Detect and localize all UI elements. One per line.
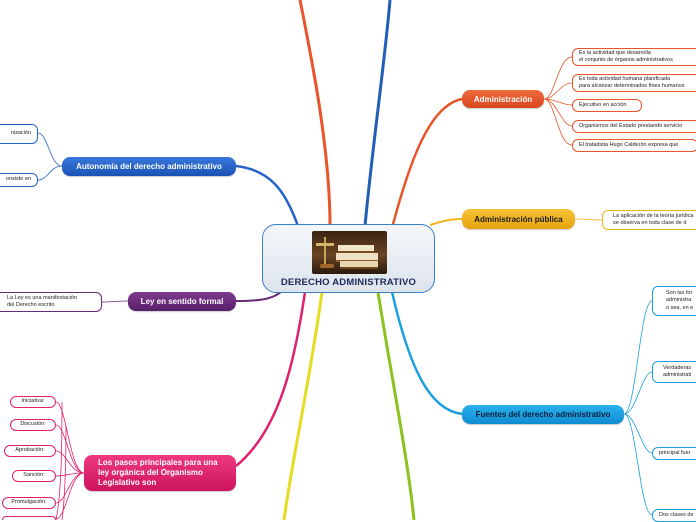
subtopic-pasos-promulgacion[interactable]: Promulgación: (2, 497, 56, 509)
subtopic-administracion-2[interactable]: Es toda actividad humana planificada par… (572, 74, 696, 92)
topic-pasos-principales[interactable]: Los pasos principales para una ley orgán… (84, 455, 236, 491)
link-bottom-yellow (282, 291, 324, 520)
topic-administracion[interactable]: Administración (462, 90, 544, 108)
topic-administracion-publica[interactable]: Administración pública (462, 209, 575, 229)
topic-autonomia[interactable]: Autonomía del derecho administrativo (62, 157, 236, 176)
subtopic-fuentes-3[interactable]: principal fuer (652, 447, 696, 460)
subtopic-pasos-aprobacion[interactable]: Aprobación: (4, 445, 56, 457)
link-fuentes (390, 291, 463, 416)
subtopic-autonomia-1[interactable]: nización (0, 124, 38, 144)
link-administracion (390, 97, 463, 229)
subtopic-administracion-publica-1[interactable]: La aplicación de la teoría jurídica se o… (602, 210, 696, 230)
subtopic-fuentes-2[interactable]: Verdaderas administrati (652, 361, 696, 383)
link-pasos (235, 291, 307, 467)
law-books-image (312, 231, 387, 274)
subtopic-pasos-discusion[interactable]: Discusión: (10, 419, 56, 431)
subtopic-autonomia-2[interactable]: onsiste en (0, 173, 38, 187)
subtopic-pasos-cutoff (2, 516, 56, 520)
link-top-blue (363, 0, 392, 227)
subtopic-administracion-5[interactable]: El tratadista Hugo Calderón expresa que (572, 139, 696, 152)
central-topic-title: DERECHO ADMINISTRATIVO (280, 277, 417, 288)
link-administracion-publica (429, 218, 463, 226)
subtopic-fuentes-1[interactable]: Son las for administra o sea, en e (652, 286, 696, 316)
link-bottom-green (376, 291, 416, 520)
link-top-orange (298, 0, 332, 227)
topic-ley-sentido-formal[interactable]: Ley en sentido formal (128, 292, 236, 311)
subtopic-pasos-iniciativa[interactable]: Iniciativa: (10, 396, 56, 408)
central-topic[interactable]: DERECHO ADMINISTRATIVO (262, 224, 435, 293)
link-autonomia (235, 164, 300, 227)
subtopic-administracion-1[interactable]: Es la actividad que desarrolla el conjun… (572, 48, 696, 66)
subtopic-fuentes-4[interactable]: Dos clases de (652, 509, 696, 522)
subtopic-administracion-3[interactable]: Ejecutivo en acción (572, 99, 642, 112)
subtopic-ley-1[interactable]: La Ley es una manifestación del Derecho … (0, 292, 102, 312)
subtopic-pasos-sancion[interactable]: Sanción: (12, 470, 56, 482)
topic-fuentes[interactable]: Fuentes del derecho administrativo (462, 405, 624, 424)
subtopic-administracion-4[interactable]: Organismos del Estado prestando servicio (572, 120, 696, 133)
